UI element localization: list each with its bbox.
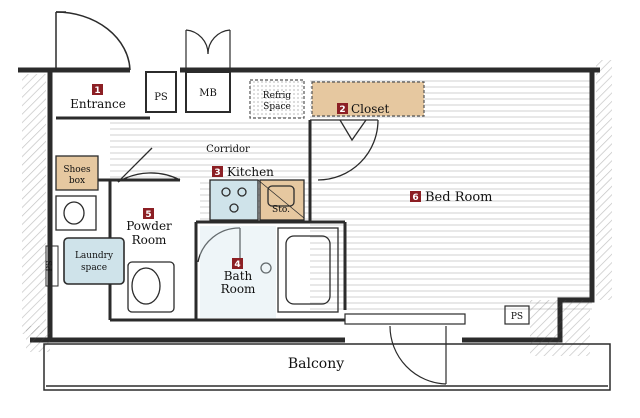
- toilet: [127, 261, 175, 313]
- wall-hatch-left: [22, 74, 46, 334]
- label-sto: Sto.: [272, 205, 290, 215]
- badge-entrance-num: 1: [94, 86, 100, 96]
- label-shoes-1: Shoes: [63, 165, 91, 175]
- badge-closet-num: 2: [339, 105, 345, 115]
- label-bath-1: Bath: [224, 269, 253, 283]
- badge-entrance: [92, 84, 103, 95]
- entrance-door: [55, 11, 131, 72]
- label-bedroom: Bed Room: [425, 190, 492, 205]
- label-entrance: Entrance: [70, 97, 126, 111]
- label-refrig-2: Space: [263, 102, 291, 112]
- label-laundry-2: space: [81, 263, 107, 273]
- label-laundry-1: Laundry: [75, 251, 114, 261]
- bedroom-floor: [310, 78, 592, 310]
- label-powder-1: Powder: [126, 219, 172, 233]
- badge-kitchen-num: 3: [214, 168, 220, 178]
- ps-left-box: [45, 245, 59, 287]
- badge-powder-num: 5: [145, 210, 151, 220]
- closet-area: [311, 81, 425, 117]
- wall-hatch-right: [596, 60, 612, 300]
- bath-fill: [200, 226, 276, 318]
- label-corridor: Corridor: [206, 144, 250, 155]
- badge-kitchen: [212, 166, 223, 177]
- label-ps-top: PS: [154, 92, 168, 103]
- shoes-box: [55, 155, 99, 191]
- closet-door: [339, 119, 367, 142]
- powder-door: [117, 147, 181, 183]
- label-ps-left: PS: [45, 261, 54, 272]
- wall-hatch-bottom-right: [530, 300, 590, 356]
- washbasin: [55, 195, 97, 231]
- interior-walls: [56, 116, 347, 322]
- badge-bath-num: 4: [234, 260, 240, 270]
- shafts-top: [145, 29, 231, 113]
- bath-door: [197, 227, 241, 263]
- label-balcony: Balcony: [288, 356, 344, 372]
- badge-powder: [143, 208, 154, 219]
- laundry-space: [63, 237, 125, 285]
- balcony-rail: [43, 343, 611, 391]
- corridor-floor: [110, 118, 310, 180]
- bathtub: [260, 227, 339, 313]
- badge-closet: [337, 103, 348, 114]
- kitchen-counter: [209, 179, 305, 221]
- wall-hatch-bottom-left: [26, 326, 50, 352]
- label-closet: Closet: [351, 102, 390, 116]
- label-bath-2: Room: [221, 282, 256, 296]
- label-powder-2: Room: [132, 233, 167, 247]
- bedroom-door: [310, 119, 379, 181]
- label-ps-right: PS: [511, 312, 523, 322]
- label-shoes-2: box: [69, 176, 85, 186]
- label-kitchen: Kitchen: [227, 165, 274, 179]
- ps-right-box: [504, 305, 530, 325]
- label-mb: MB: [199, 88, 217, 99]
- label-refrig-1: Refrig: [263, 91, 292, 101]
- badge-bedroom-num: 6: [412, 193, 418, 203]
- balcony-window: [344, 313, 466, 385]
- refrig-space: [249, 79, 305, 119]
- badge-bedroom: [410, 191, 421, 202]
- badge-bath: [232, 258, 243, 269]
